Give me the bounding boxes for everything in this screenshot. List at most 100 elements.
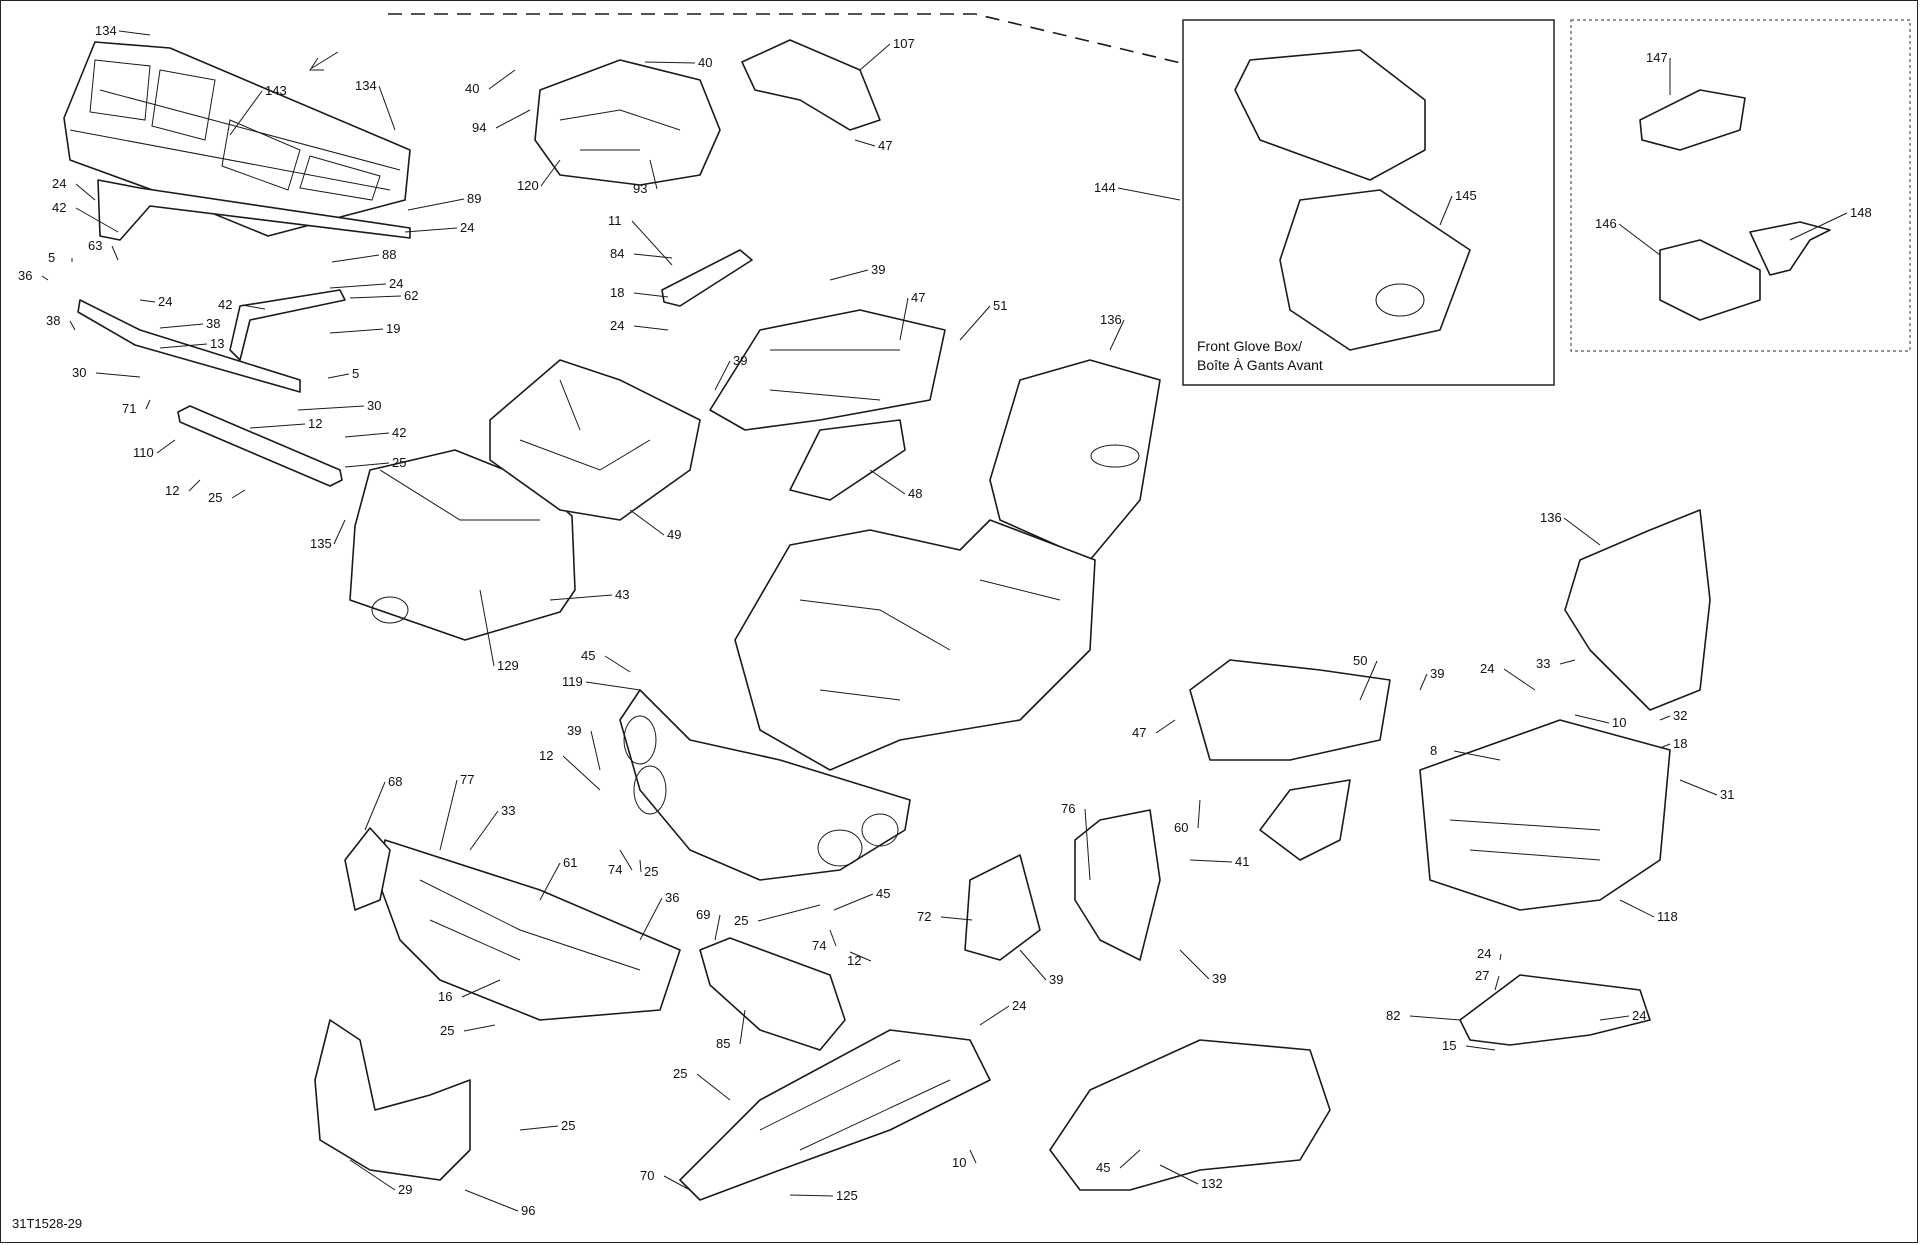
- callout-143: 143: [265, 83, 287, 98]
- leader-line-39: [590, 730, 601, 771]
- callout-41: 41: [1235, 854, 1249, 869]
- leader-line-27: [1494, 975, 1500, 991]
- callout-38: 38: [46, 313, 60, 328]
- callout-24: 24: [610, 318, 624, 333]
- part-148-wrench: [1749, 221, 1831, 276]
- callout-120: 120: [517, 178, 539, 193]
- callout-134: 134: [355, 78, 377, 93]
- leader-line-49: [629, 509, 665, 536]
- callout-24: 24: [460, 220, 474, 235]
- callout-82: 82: [1386, 1008, 1400, 1023]
- leader-line-30: [297, 405, 365, 411]
- part-68-bracket: [344, 827, 391, 911]
- leader-line-24: [979, 1005, 1010, 1026]
- leader-line-77: [439, 779, 458, 851]
- leader-line-10: [1574, 714, 1610, 724]
- callout-39: 39: [733, 353, 747, 368]
- callout-15: 15: [1442, 1038, 1456, 1053]
- callout-40: 40: [465, 81, 479, 96]
- callout-74: 74: [608, 862, 622, 877]
- callout-71: 71: [122, 401, 136, 416]
- leader-line-12: [188, 479, 201, 492]
- callout-40: 40: [698, 55, 712, 70]
- callout-27: 27: [1475, 968, 1489, 983]
- leader-line-36: [639, 897, 663, 941]
- callout-45: 45: [876, 886, 890, 901]
- leader-line-5: [327, 373, 350, 379]
- leader-line-136: [1109, 319, 1125, 351]
- leader-line-42: [241, 304, 266, 310]
- leader-line-11: [631, 220, 673, 266]
- callout-25: 25: [734, 913, 748, 928]
- callout-11: 11: [608, 213, 622, 228]
- leader-line-12: [849, 951, 872, 962]
- part-110-bracket: [177, 405, 343, 487]
- glove-box-inset-frame: [1182, 19, 1555, 386]
- leader-line-71: [145, 399, 151, 410]
- part-129-front-hood: [349, 449, 576, 641]
- leader-line-24: [1503, 668, 1536, 691]
- callout-24: 24: [389, 276, 403, 291]
- callout-24: 24: [1632, 1008, 1646, 1023]
- callout-18: 18: [610, 285, 624, 300]
- leader-line-24: [404, 227, 458, 233]
- callout-93: 93: [633, 181, 647, 196]
- callout-107: 107: [893, 36, 915, 51]
- callout-146: 146: [1595, 216, 1617, 231]
- callout-24: 24: [1012, 998, 1026, 1013]
- leader-line-61: [539, 862, 561, 901]
- callout-24: 24: [1480, 661, 1494, 676]
- part-front-fender-body: [734, 519, 1096, 771]
- inset-connector-dashed-line: [388, 13, 1186, 65]
- leader-line-38: [69, 320, 76, 331]
- part-84-bracket: [661, 249, 753, 307]
- leader-line-50: [1359, 660, 1378, 701]
- part-61-front-bumper: [377, 839, 681, 1021]
- leader-line-25: [519, 1125, 559, 1131]
- callout-68: 68: [388, 774, 402, 789]
- leader-line-16: [461, 979, 501, 998]
- leader-line-31: [1679, 779, 1718, 796]
- leader-line-18: [1659, 743, 1671, 749]
- leader-line-12: [249, 423, 306, 429]
- leader-line-45: [604, 655, 631, 673]
- leader-line-132: [1159, 1164, 1199, 1185]
- part-76-inner-fender: [1074, 809, 1161, 961]
- callout-51: 51: [993, 298, 1007, 313]
- leader-line-25: [344, 462, 390, 468]
- callout-42: 42: [218, 297, 232, 312]
- callout-29: 29: [398, 1182, 412, 1197]
- callout-8: 8: [1430, 743, 1437, 758]
- callout-134: 134: [95, 23, 117, 38]
- callout-148: 148: [1850, 205, 1872, 220]
- leader-line-134: [118, 30, 151, 36]
- part-145-glove-box: [1279, 189, 1471, 351]
- leader-line-36: [41, 275, 49, 281]
- leader-line-10: [969, 1149, 977, 1164]
- leader-line-47: [854, 139, 876, 147]
- glove-box-label-fr: Boîte À Gants Avant: [1197, 357, 1323, 373]
- front-direction-arrow: [309, 51, 339, 71]
- leader-line-118: [1619, 899, 1655, 918]
- callout-88: 88: [382, 247, 396, 262]
- leader-line-40: [644, 61, 696, 64]
- leader-line-24: [1499, 953, 1502, 961]
- leader-line-33: [469, 810, 499, 851]
- leader-line-120: [540, 159, 561, 187]
- part-147-tool: [1639, 89, 1746, 151]
- callout-45: 45: [1096, 1160, 1110, 1175]
- part-93-120-console: [534, 59, 721, 186]
- callout-84: 84: [610, 246, 624, 261]
- callout-39: 39: [567, 723, 581, 738]
- leader-line-39: [1179, 949, 1210, 980]
- callout-10: 10: [952, 1155, 966, 1170]
- callout-24: 24: [1477, 946, 1491, 961]
- leader-line-25: [463, 1024, 496, 1032]
- leader-line-18: [633, 292, 669, 298]
- leader-line-13: [159, 343, 208, 349]
- leader-line-145: [1439, 195, 1453, 226]
- leader-line-33: [1559, 659, 1576, 665]
- callout-47: 47: [878, 138, 892, 153]
- callout-77: 77: [460, 772, 474, 787]
